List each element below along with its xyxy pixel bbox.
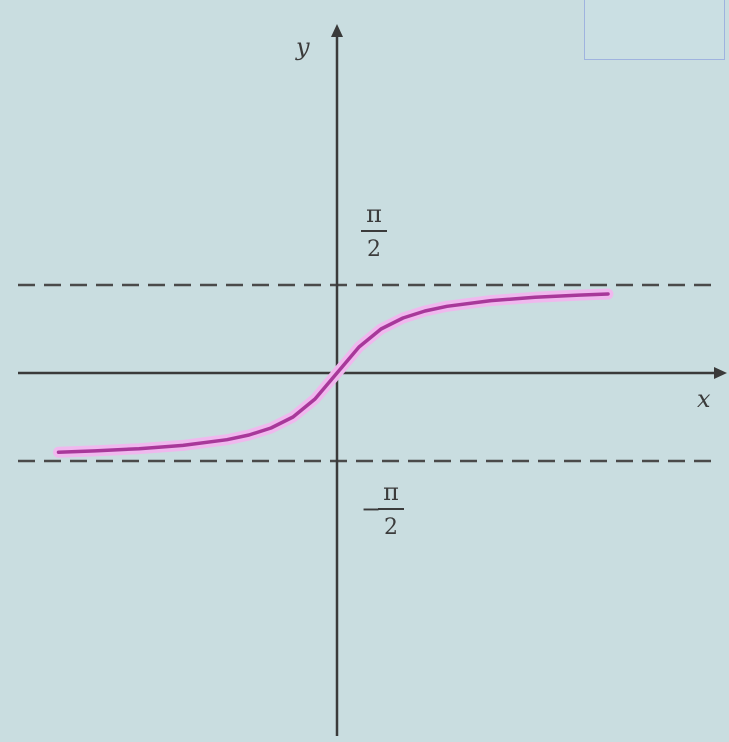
asymptote-label-sign: − bbox=[361, 495, 381, 523]
asymptote-label: π 2− bbox=[361, 478, 404, 540]
asymptote-label-denominator: 2 bbox=[384, 515, 398, 540]
arctan-curve bbox=[56, 292, 610, 454]
x-axis-label: x bbox=[697, 385, 711, 413]
asymptote-label-numerator: π bbox=[366, 200, 382, 228]
asymptote-label: π2 bbox=[361, 200, 387, 262]
asymptote-layer bbox=[18, 283, 716, 463]
x-axis-arrow bbox=[714, 367, 727, 379]
corner-box bbox=[584, 0, 725, 60]
y-axis-arrow bbox=[331, 24, 343, 37]
y-axis-label: y bbox=[295, 33, 310, 61]
asymptote-label-numerator: π bbox=[383, 478, 399, 506]
asymptote-label-denominator: 2 bbox=[367, 237, 381, 262]
